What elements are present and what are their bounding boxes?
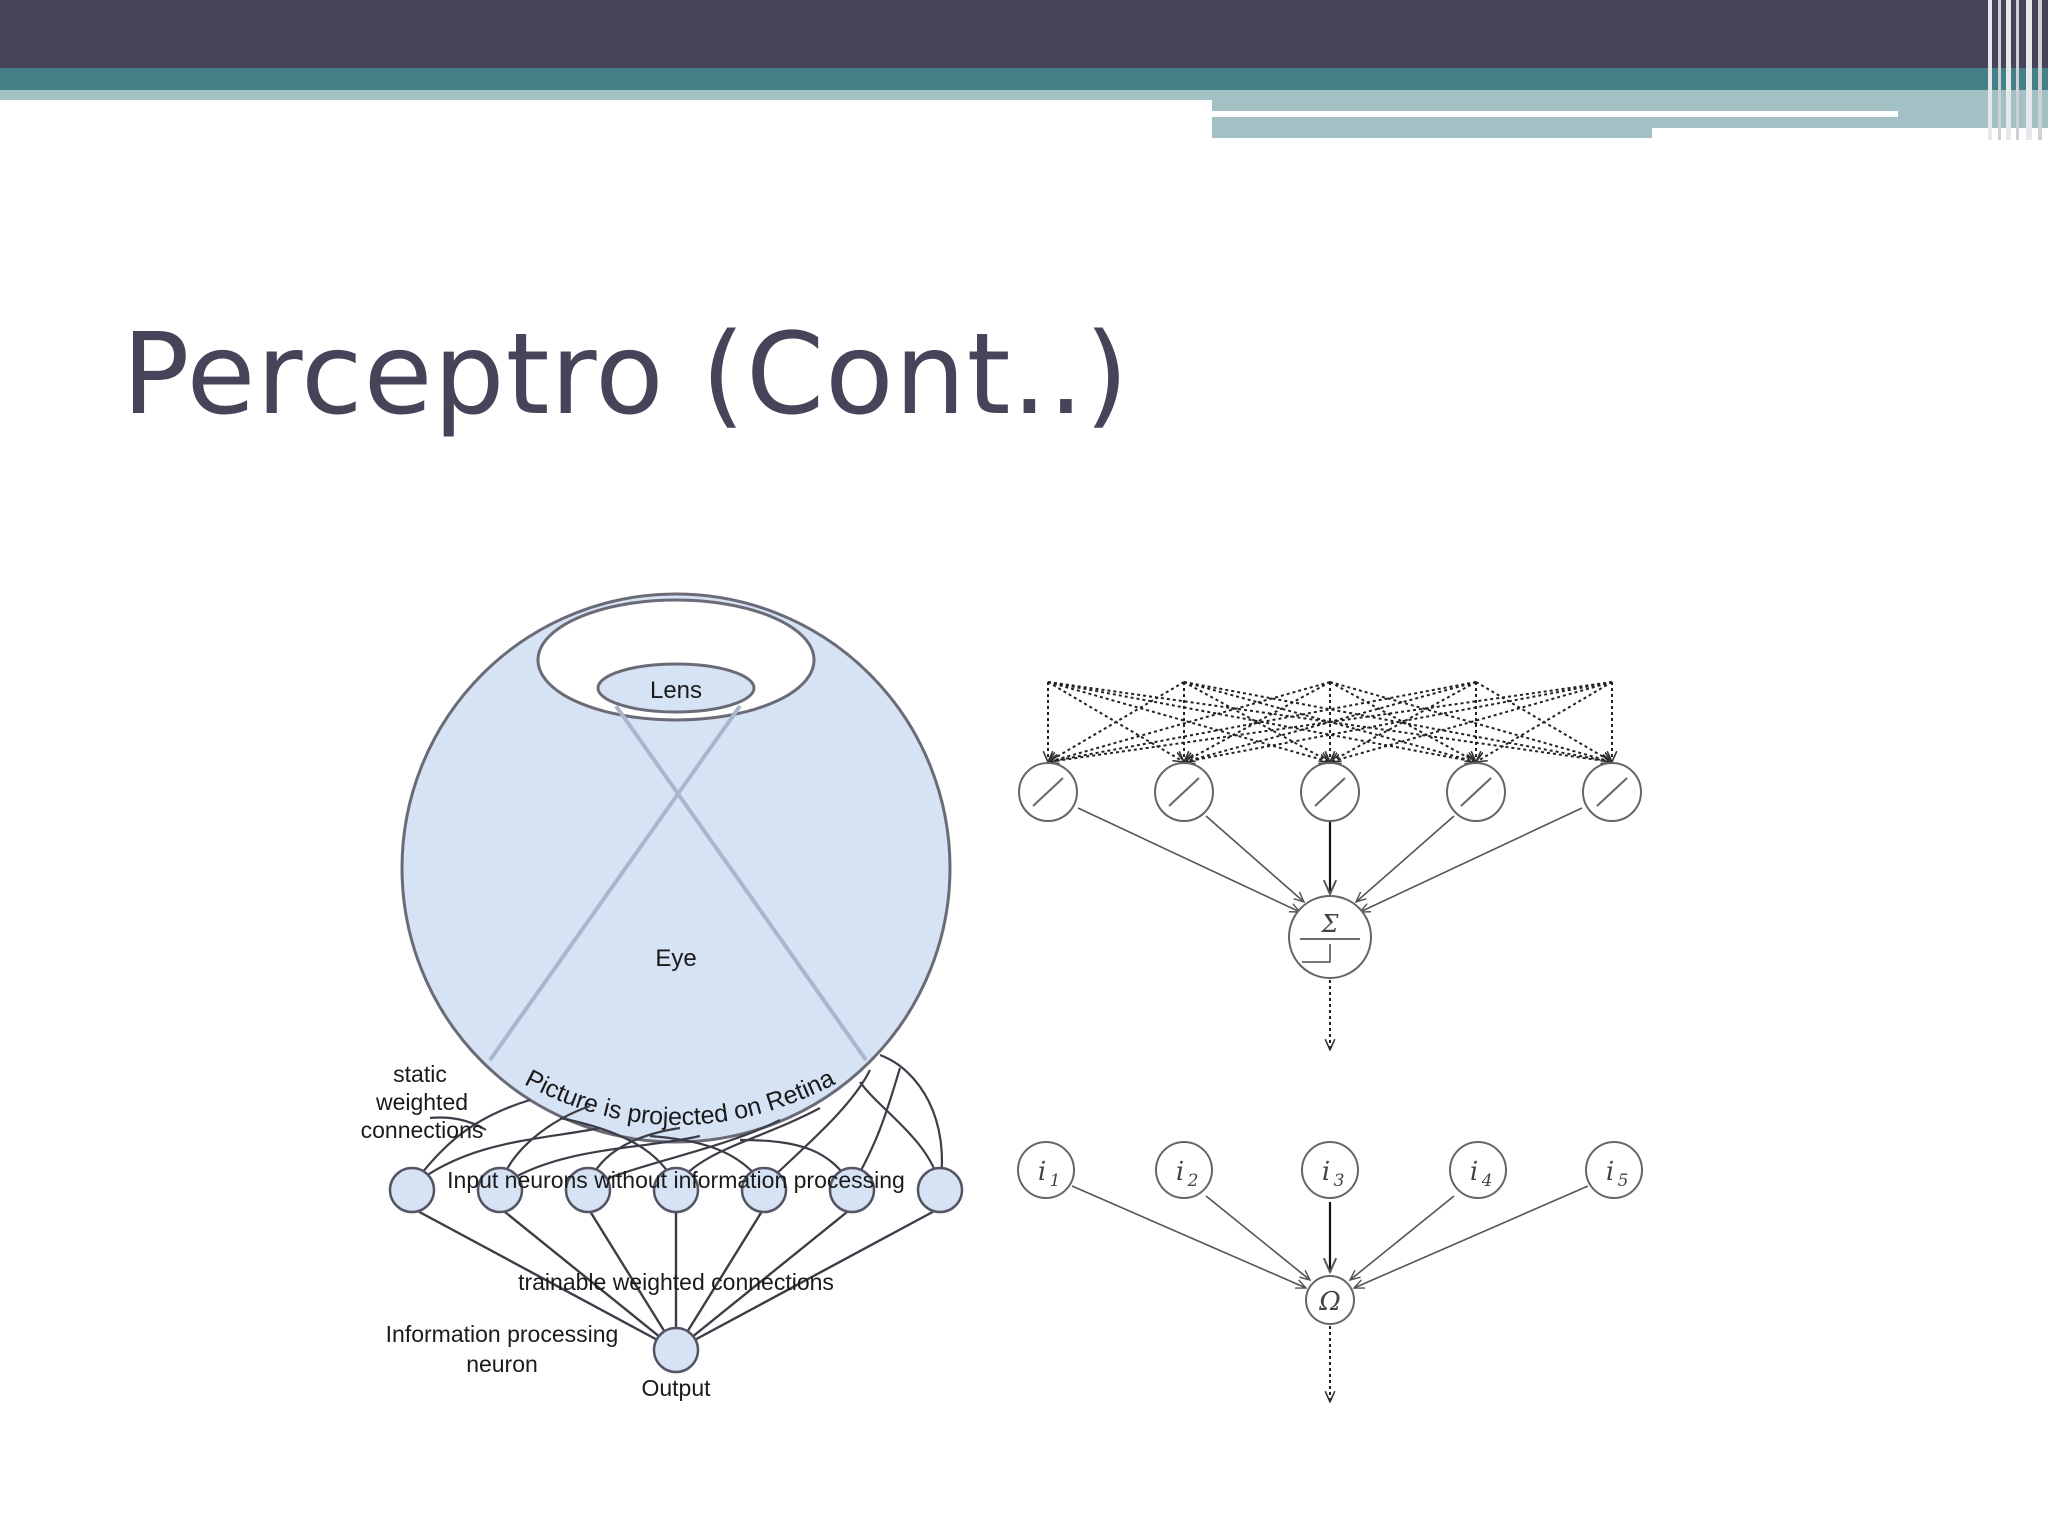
- processing-label-line: neuron: [466, 1351, 538, 1377]
- input-node: i 3: [1301, 1141, 1359, 1199]
- input-node-sub: 1: [1050, 1171, 1061, 1191]
- eyeball: [400, 592, 952, 1144]
- header-light-band: [0, 90, 1212, 100]
- output-label: Output: [641, 1375, 711, 1401]
- omega-neuron: Ω: [1305, 1275, 1355, 1325]
- input-node-name: i: [1038, 1157, 1046, 1187]
- output-neuron: [652, 1326, 700, 1374]
- dotted-fan: [1048, 681, 1612, 762]
- input-neurons: [388, 1166, 964, 1214]
- input-neuron: [916, 1166, 964, 1214]
- input-neuron: [740, 1166, 788, 1214]
- input-node-sub: 4: [1481, 1171, 1493, 1191]
- input-node-name: i: [1322, 1157, 1330, 1187]
- network-bottom: i 1 i 2 i 3 i 4 i 5: [1017, 1141, 1643, 1402]
- input-node-name: i: [1470, 1157, 1478, 1187]
- input-neurons-label: Input neurons without information proces…: [447, 1167, 905, 1193]
- header-edge-stripes: [1988, 0, 2042, 140]
- input-node: i 5: [1585, 1141, 1643, 1199]
- input-neuron: [828, 1166, 876, 1214]
- linear-neuron: [1446, 762, 1506, 822]
- eye-label: Eye: [655, 945, 696, 972]
- sum-symbol: Σ: [1321, 910, 1340, 938]
- input-node-name: i: [1176, 1157, 1184, 1187]
- static-label-line: connections: [361, 1117, 484, 1143]
- linear-neuron: [1154, 762, 1214, 822]
- linear-neuron: [1018, 762, 1078, 822]
- trainable-connections: [411, 1206, 941, 1352]
- linear-neuron: [1582, 762, 1642, 822]
- network-top: Σ: [1018, 681, 1642, 1050]
- lens-label: Lens: [650, 677, 702, 704]
- light-rays: [488, 704, 868, 1062]
- header-white-line: [1212, 111, 1898, 117]
- omega-symbol: Ω: [1318, 1287, 1341, 1317]
- input-node: i 1: [1017, 1141, 1075, 1199]
- static-label-line: static: [393, 1061, 447, 1087]
- header-dark-bar: [0, 0, 2048, 68]
- input-neuron: [564, 1166, 612, 1214]
- linear-neurons: [1018, 762, 1642, 822]
- static-label: static weighted connections: [361, 1061, 484, 1143]
- static-label-line: weighted: [375, 1089, 468, 1115]
- input-neuron: [652, 1166, 700, 1214]
- trainable-label: trainable weighted connections: [518, 1269, 834, 1295]
- input-node: i 4: [1449, 1141, 1507, 1199]
- header-teal-bar: [0, 68, 2048, 90]
- input-node: i 2: [1155, 1141, 1213, 1199]
- input-node-sub: 3: [1334, 1171, 1345, 1191]
- input-neuron: [476, 1166, 524, 1214]
- input-nodes: i 1 i 2 i 3 i 4 i 5: [1017, 1141, 1643, 1199]
- lens: [596, 662, 756, 714]
- header-white-step: [1652, 128, 2048, 140]
- input-to-omega-connections: [1071, 1185, 1589, 1288]
- linear-neuron: [1300, 762, 1360, 822]
- input-node-name: i: [1606, 1157, 1614, 1187]
- top-to-sum-connections: [1077, 807, 1583, 912]
- input-neuron: [388, 1166, 436, 1214]
- processing-label: Information processing neuron: [386, 1321, 619, 1377]
- sum-neuron: Σ: [1288, 895, 1372, 979]
- input-node-sub: 2: [1187, 1171, 1199, 1191]
- slide-header-bars: [0, 0, 2048, 140]
- slide-title: Perceptro (Cont..): [122, 310, 1130, 440]
- input-node-sub: 5: [1618, 1171, 1629, 1191]
- processing-label-line: Information processing: [386, 1321, 619, 1347]
- eye-diagram: Lens Eye Picture is projected on Retina: [361, 592, 964, 1401]
